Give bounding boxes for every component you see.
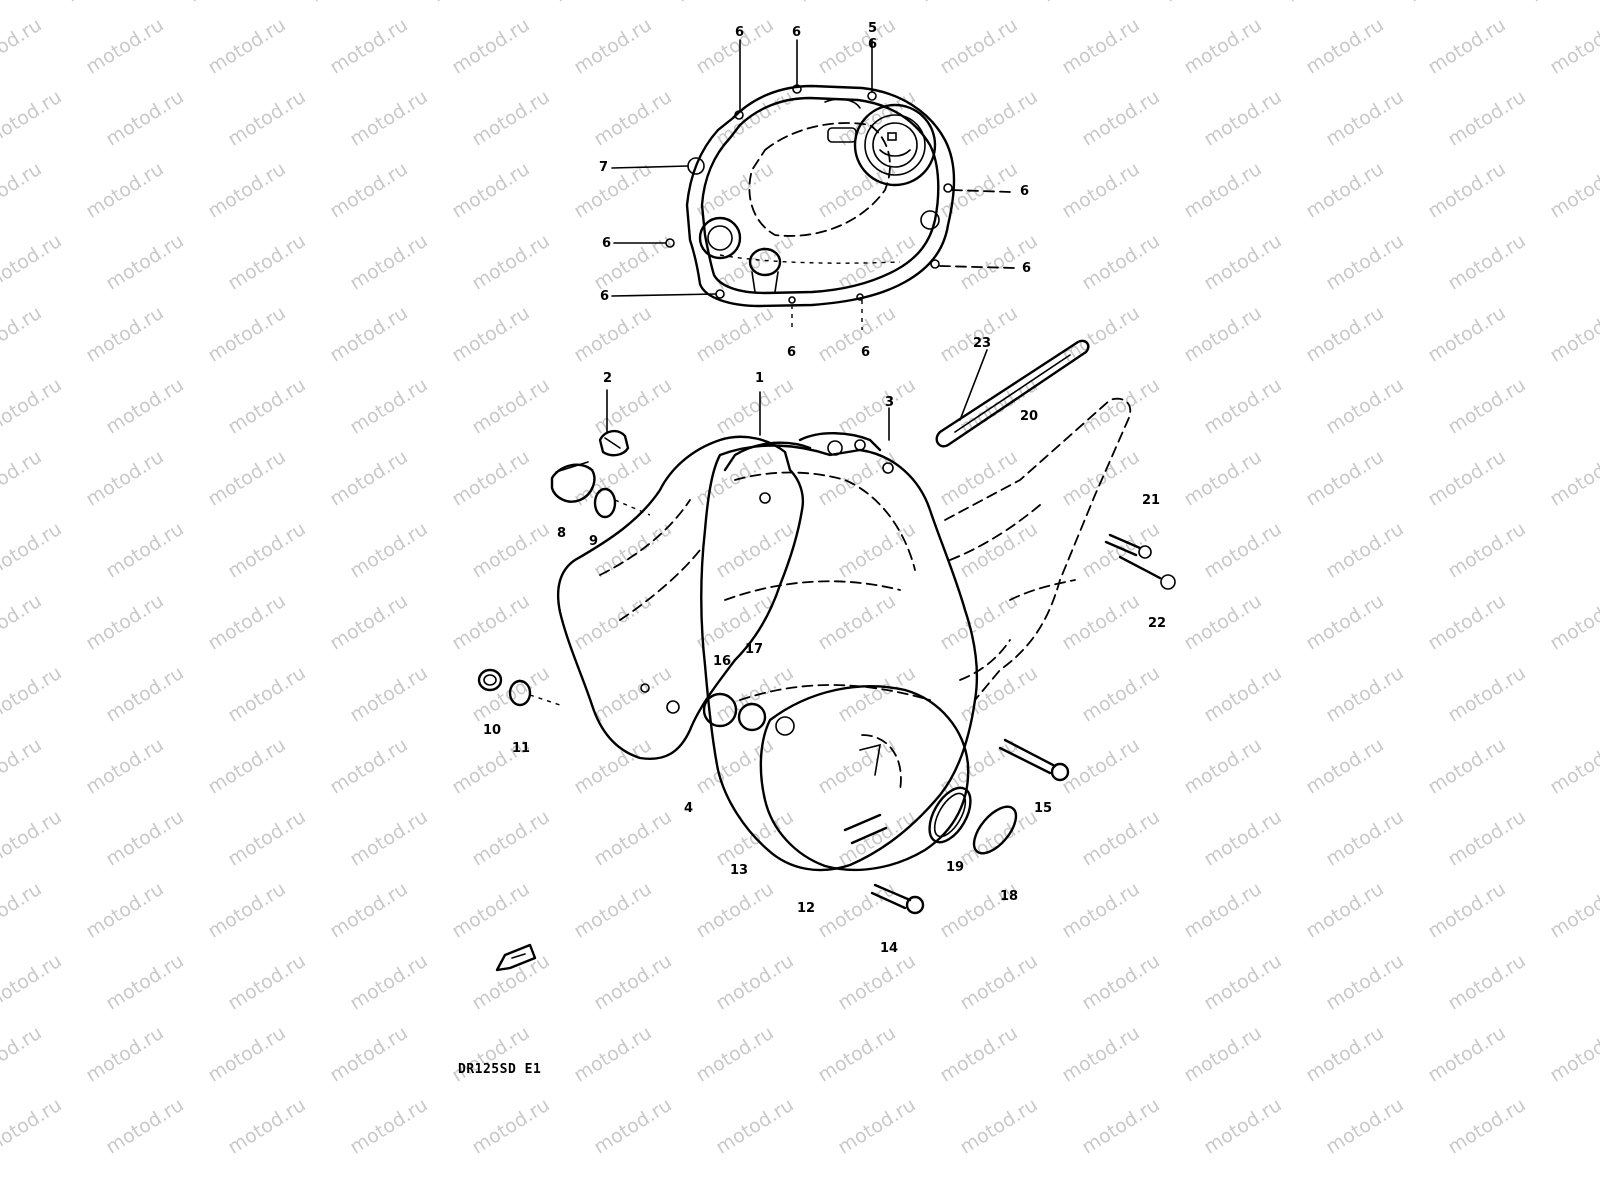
sprocket-guard [944, 397, 1132, 701]
callout-11: 11 [512, 741, 531, 756]
callout-5: 5 [868, 21, 878, 36]
lower-leader-lines [606, 349, 988, 441]
callout-20: 20 [1020, 409, 1039, 424]
callout-9: 9 [589, 534, 599, 549]
crankcase-plugs [640, 683, 795, 736]
callout-15: 15 [1034, 801, 1053, 816]
callout-12: 12 [797, 901, 816, 916]
callout-4: 4 [684, 801, 694, 816]
gasket-part-11 [508, 679, 561, 707]
callout-1: 1 [755, 371, 765, 386]
crankcase-right-cover [700, 444, 979, 872]
bolt-part-15 [998, 738, 1070, 782]
clutch-inspection-cap [853, 103, 937, 187]
callout-6: 6 [1022, 261, 1032, 276]
callout-7: 7 [599, 160, 609, 175]
callout-6: 6 [792, 25, 802, 40]
drain-plug-part-10 [477, 668, 503, 692]
oil-filler-cap-part-8 [550, 461, 596, 503]
bolt-part-21 [1104, 533, 1152, 559]
callout-6: 6 [787, 345, 797, 360]
callout-6: 6 [868, 37, 878, 52]
kickstarter-boss [748, 247, 782, 293]
chain-guide [935, 339, 1090, 448]
callout-17: 17 [745, 642, 764, 657]
callout-21: 21 [1142, 493, 1161, 508]
callout-22: 22 [1148, 616, 1167, 631]
crankcase-left-half [556, 435, 804, 761]
callout-13: 13 [730, 863, 749, 878]
o-ring-part-9 [593, 487, 651, 519]
callout-6: 6 [735, 25, 745, 40]
callout-18: 18 [1000, 889, 1019, 904]
callout-3: 3 [885, 395, 895, 410]
oil-filler-plug-top [824, 98, 861, 143]
generator-cover [759, 685, 970, 872]
front-direction-arrow [495, 943, 537, 972]
callout-10: 10 [483, 723, 502, 738]
cylinder-base-and-bolts [723, 432, 894, 504]
oil-level-window-part-2 [598, 429, 630, 457]
callout-6: 6 [861, 345, 871, 360]
callout-6: 6 [600, 289, 610, 304]
clutch-cover-inner-dashes [719, 122, 901, 264]
callout-19: 19 [946, 860, 965, 875]
oil-seal-left [698, 216, 742, 260]
o-ring-part-19 [928, 786, 972, 844]
clutch-cover-outer [685, 84, 956, 308]
callout-6: 6 [602, 236, 612, 251]
bolt-part-22 [1118, 555, 1176, 590]
gasket-part-18 [972, 805, 1018, 855]
upper-leader-lines [611, 39, 1016, 330]
callout-16: 16 [713, 654, 732, 669]
model-code-label: DR125SD E1 [458, 1062, 542, 1077]
callout-23: 23 [973, 336, 992, 351]
callout-8: 8 [557, 526, 567, 541]
callout-6: 6 [1020, 184, 1030, 199]
bolt-part-14 [870, 883, 925, 915]
callout-14: 14 [880, 941, 899, 956]
callout-2: 2 [603, 371, 613, 386]
